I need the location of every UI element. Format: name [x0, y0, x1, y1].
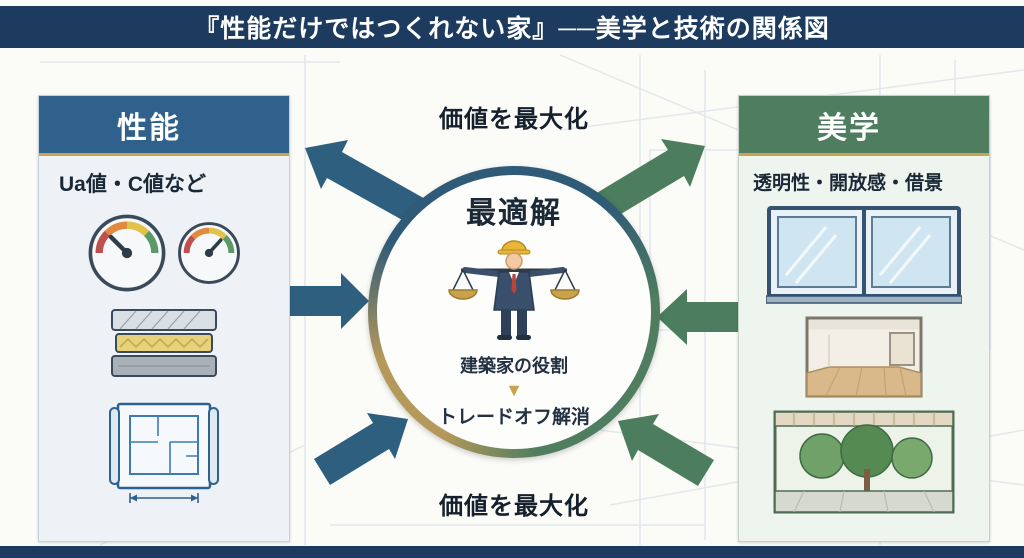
gauge-icon-small [178, 222, 240, 284]
blueprint-icon [109, 402, 219, 503]
performance-panel-header: 性能 [39, 96, 289, 156]
architect-role-label: 建築家の役割 [460, 356, 568, 376]
performance-panel: 性能 Ua値・C値など [38, 95, 290, 542]
arrow-out-top-right [590, 139, 705, 223]
value-max-label-top: 価値を最大化 [439, 106, 589, 133]
arrow-in-left [286, 273, 369, 329]
performance-title: 性能 [117, 111, 181, 145]
value-max-label-bottom: 価値を最大化 [439, 493, 589, 520]
window-icon [766, 206, 962, 304]
gauge-icon [88, 214, 166, 292]
optimal-solution-circle: 最適解 建築家の役割 ▼ [368, 166, 660, 458]
optimal-solution-inner: 最適解 建築家の役割 ▼ [377, 175, 651, 449]
tradeoff-resolution-label: トレードオフ解消 [437, 407, 590, 428]
title-bar: 『性能だけではつくれない家』──美学と技術の関係図 [0, 6, 1024, 48]
aesthetics-panel-body: 透明性・開放感・借景 [739, 156, 989, 541]
aesthetics-subtitle: 透明性・開放感・借景 [753, 173, 944, 194]
arrow-out-top-left [305, 140, 427, 226]
arrow-in-bottom-right [618, 414, 714, 486]
interior-icon [805, 316, 923, 398]
aesthetics-panel-header: 美学 [739, 96, 989, 156]
gauge-row [86, 212, 242, 294]
architect-balance-icon [448, 240, 580, 340]
optimal-solution-title: 最適解 [466, 197, 562, 230]
performance-subtitle: Ua値・C値など [59, 173, 207, 196]
insulation-icon [111, 309, 217, 377]
aesthetics-title: 美学 [817, 111, 881, 145]
page-title: 『性能だけではつくれない家』──美学と技術の関係図 [194, 15, 830, 43]
aesthetics-panel: 美学 透明性・開放感・借景 [738, 95, 990, 542]
arrow-in-right [657, 289, 738, 345]
garden-icon [773, 410, 955, 514]
down-arrow-icon: ▼ [505, 380, 523, 400]
arrow-in-bottom-left [314, 413, 408, 485]
performance-panel-body: Ua値・C値など [39, 156, 289, 541]
bottom-bar [0, 546, 1024, 558]
